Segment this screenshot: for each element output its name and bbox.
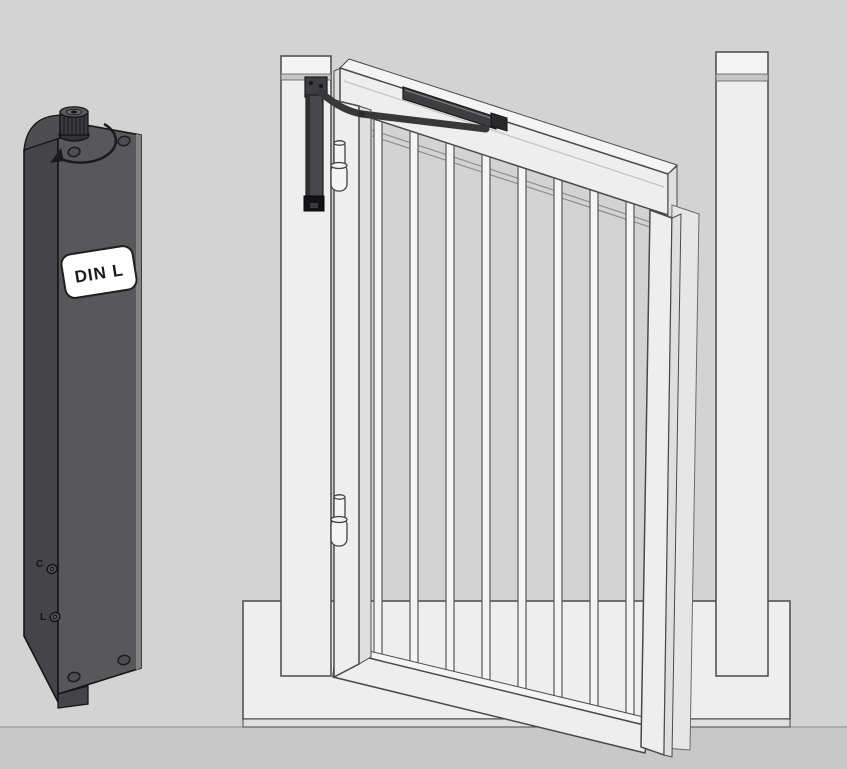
right-post [715,51,769,677]
mounted-closer-assembly [303,76,508,212]
adjustment-valve-bottom: L [40,611,61,623]
valve-bottom-letter: L [40,612,46,623]
valve-top-letter: C [36,559,43,570]
ground [0,726,847,769]
device-mounting-plate [57,119,142,696]
device-body-bottom [57,685,89,709]
device-top-shoulder [23,114,61,151]
closer-slide-rail [402,86,497,130]
screw-icon [46,563,58,575]
gate-bar [445,139,455,679]
slide-rail-end-cap [490,112,508,132]
gate-back-frame-lines [371,129,657,229]
right-post-cap [717,53,767,74]
gate-bar [589,186,599,713]
screw-icon [49,611,61,623]
arm-elbow-joint [358,110,366,118]
gate-closer-device: C L DIN L [23,106,142,709]
gate-top-rail [333,58,678,219]
gate-bar [553,174,563,705]
gate-hinge-bottom [330,494,348,547]
closer-arm [316,88,490,133]
model-label: DIN L [60,245,138,299]
adjustment-knob-icon [58,106,90,142]
left-post-cap [282,57,330,74]
gate-bar [625,197,635,722]
gate-hinge-top [330,140,348,192]
gate [330,58,700,758]
gate-right-stile [640,204,700,758]
gate-bar [409,127,419,670]
gate-bar [517,162,527,696]
closer-body [303,76,328,212]
adjustment-valve-top: C [36,559,58,575]
plate-screw-holes [67,135,131,683]
plate-edge-highlight [136,134,141,670]
gate-bar [373,115,383,661]
rotation-arrow-icon [50,122,118,164]
gate-bar [481,151,491,687]
